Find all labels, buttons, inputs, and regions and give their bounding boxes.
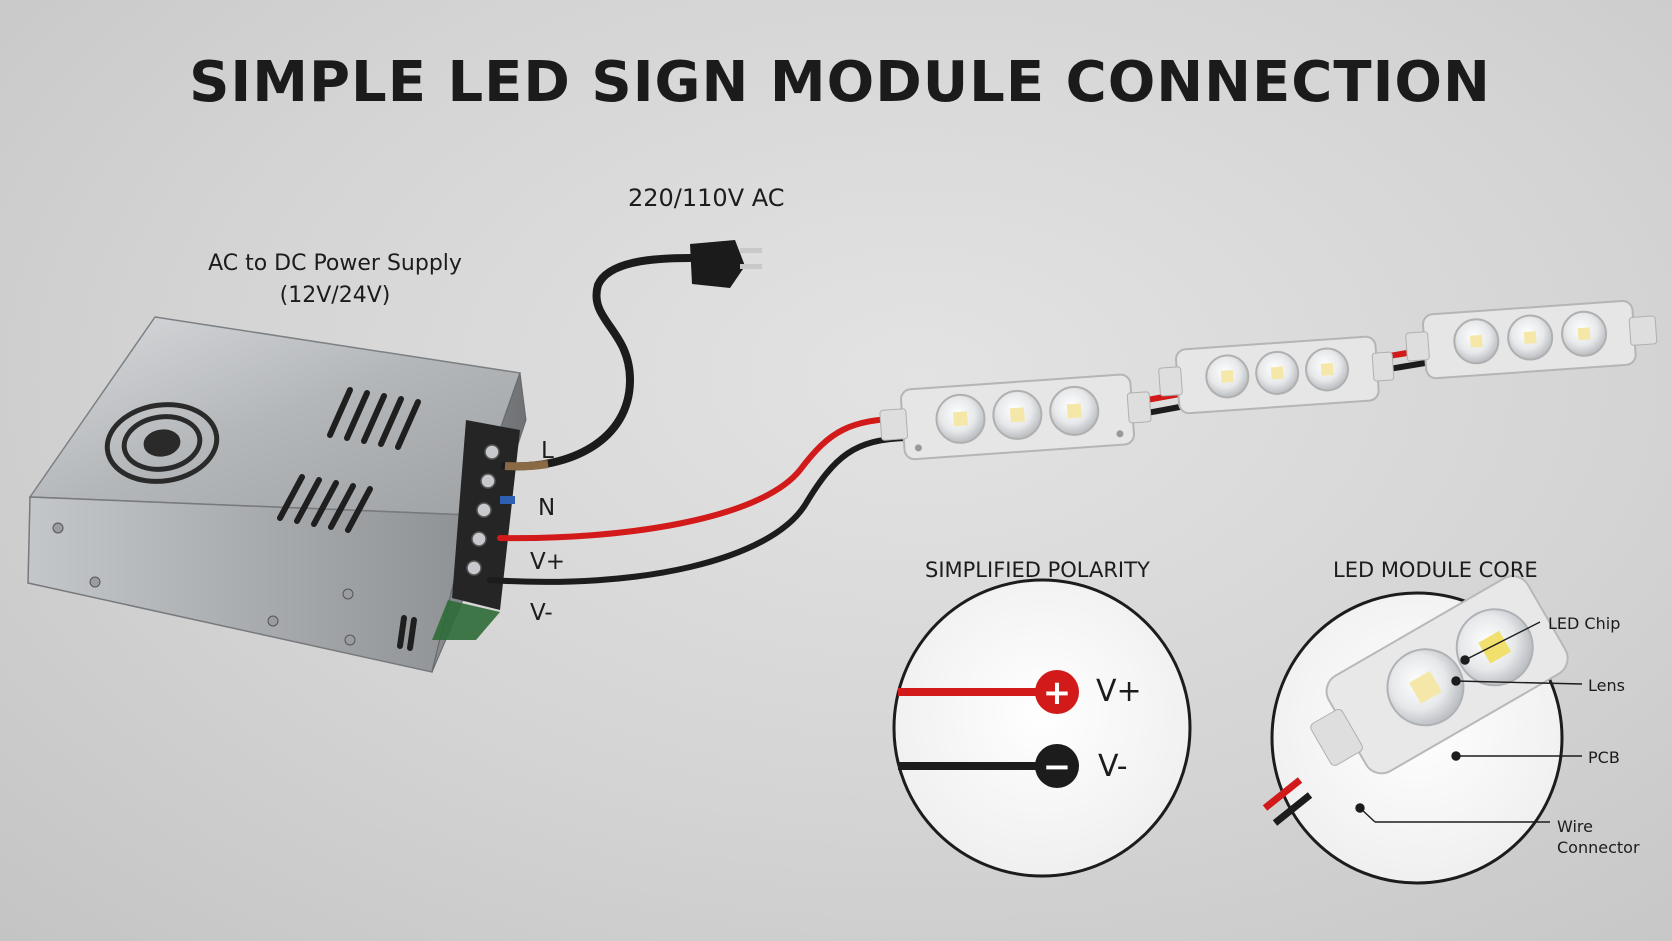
polarity-negative-label: V-: [1098, 749, 1128, 784]
power-supply-label-line2: (12V/24V): [279, 283, 391, 308]
positive-symbol: +: [1043, 673, 1072, 713]
callout-wire-line1: Wire: [1557, 817, 1593, 836]
ac-input-label: 220/110V AC: [628, 184, 785, 212]
negative-terminal-icon: [1035, 744, 1079, 788]
callout-pcb: PCB: [1588, 748, 1620, 767]
module-core-inset: [1262, 575, 1583, 885]
polarity-positive-label: V+: [1096, 674, 1142, 709]
polarity-panel-title: SIMPLIFIED POLARITY: [925, 558, 1150, 582]
led-module-2: [1158, 335, 1395, 415]
psu-top-face: [28, 316, 522, 516]
led-module-chain: [879, 300, 1658, 461]
diagram-title: SIMPLE LED SIGN MODULE CONNECTION: [189, 50, 1491, 115]
negative-dc-wire: [487, 435, 908, 585]
ac-power-cord: [501, 240, 762, 471]
polarity-inset: + −: [892, 578, 1192, 878]
power-supply-label: AC to DC Power Supply (12V/24V): [190, 248, 480, 312]
callout-wire-connector: Wire Connector: [1557, 816, 1640, 858]
terminal-label-l: L: [541, 438, 554, 464]
power-supply-label-line1: AC to DC Power Supply: [208, 251, 462, 276]
terminal-label-n: N: [538, 495, 556, 521]
callout-led-chip: LED Chip: [1548, 614, 1621, 633]
terminal-label-v-plus: V+: [530, 549, 566, 575]
module-core-panel-title: LED MODULE CORE: [1333, 558, 1538, 582]
negative-symbol: −: [1043, 747, 1072, 787]
led-module-3: [1405, 300, 1658, 380]
callout-lens: Lens: [1588, 676, 1625, 695]
positive-dc-wire: [497, 415, 908, 542]
terminal-label-v-minus: V-: [530, 600, 553, 626]
power-supply-unit: [27, 316, 527, 673]
fan-vent-icon: [104, 402, 220, 484]
led-module-1: [879, 373, 1152, 461]
ac-plug-icon: [690, 240, 745, 288]
terminal-screws: [466, 444, 500, 576]
psu-vent-slots: [277, 387, 421, 651]
positive-terminal-icon: [1035, 670, 1079, 714]
callout-wire-line2: Connector: [1557, 838, 1640, 857]
